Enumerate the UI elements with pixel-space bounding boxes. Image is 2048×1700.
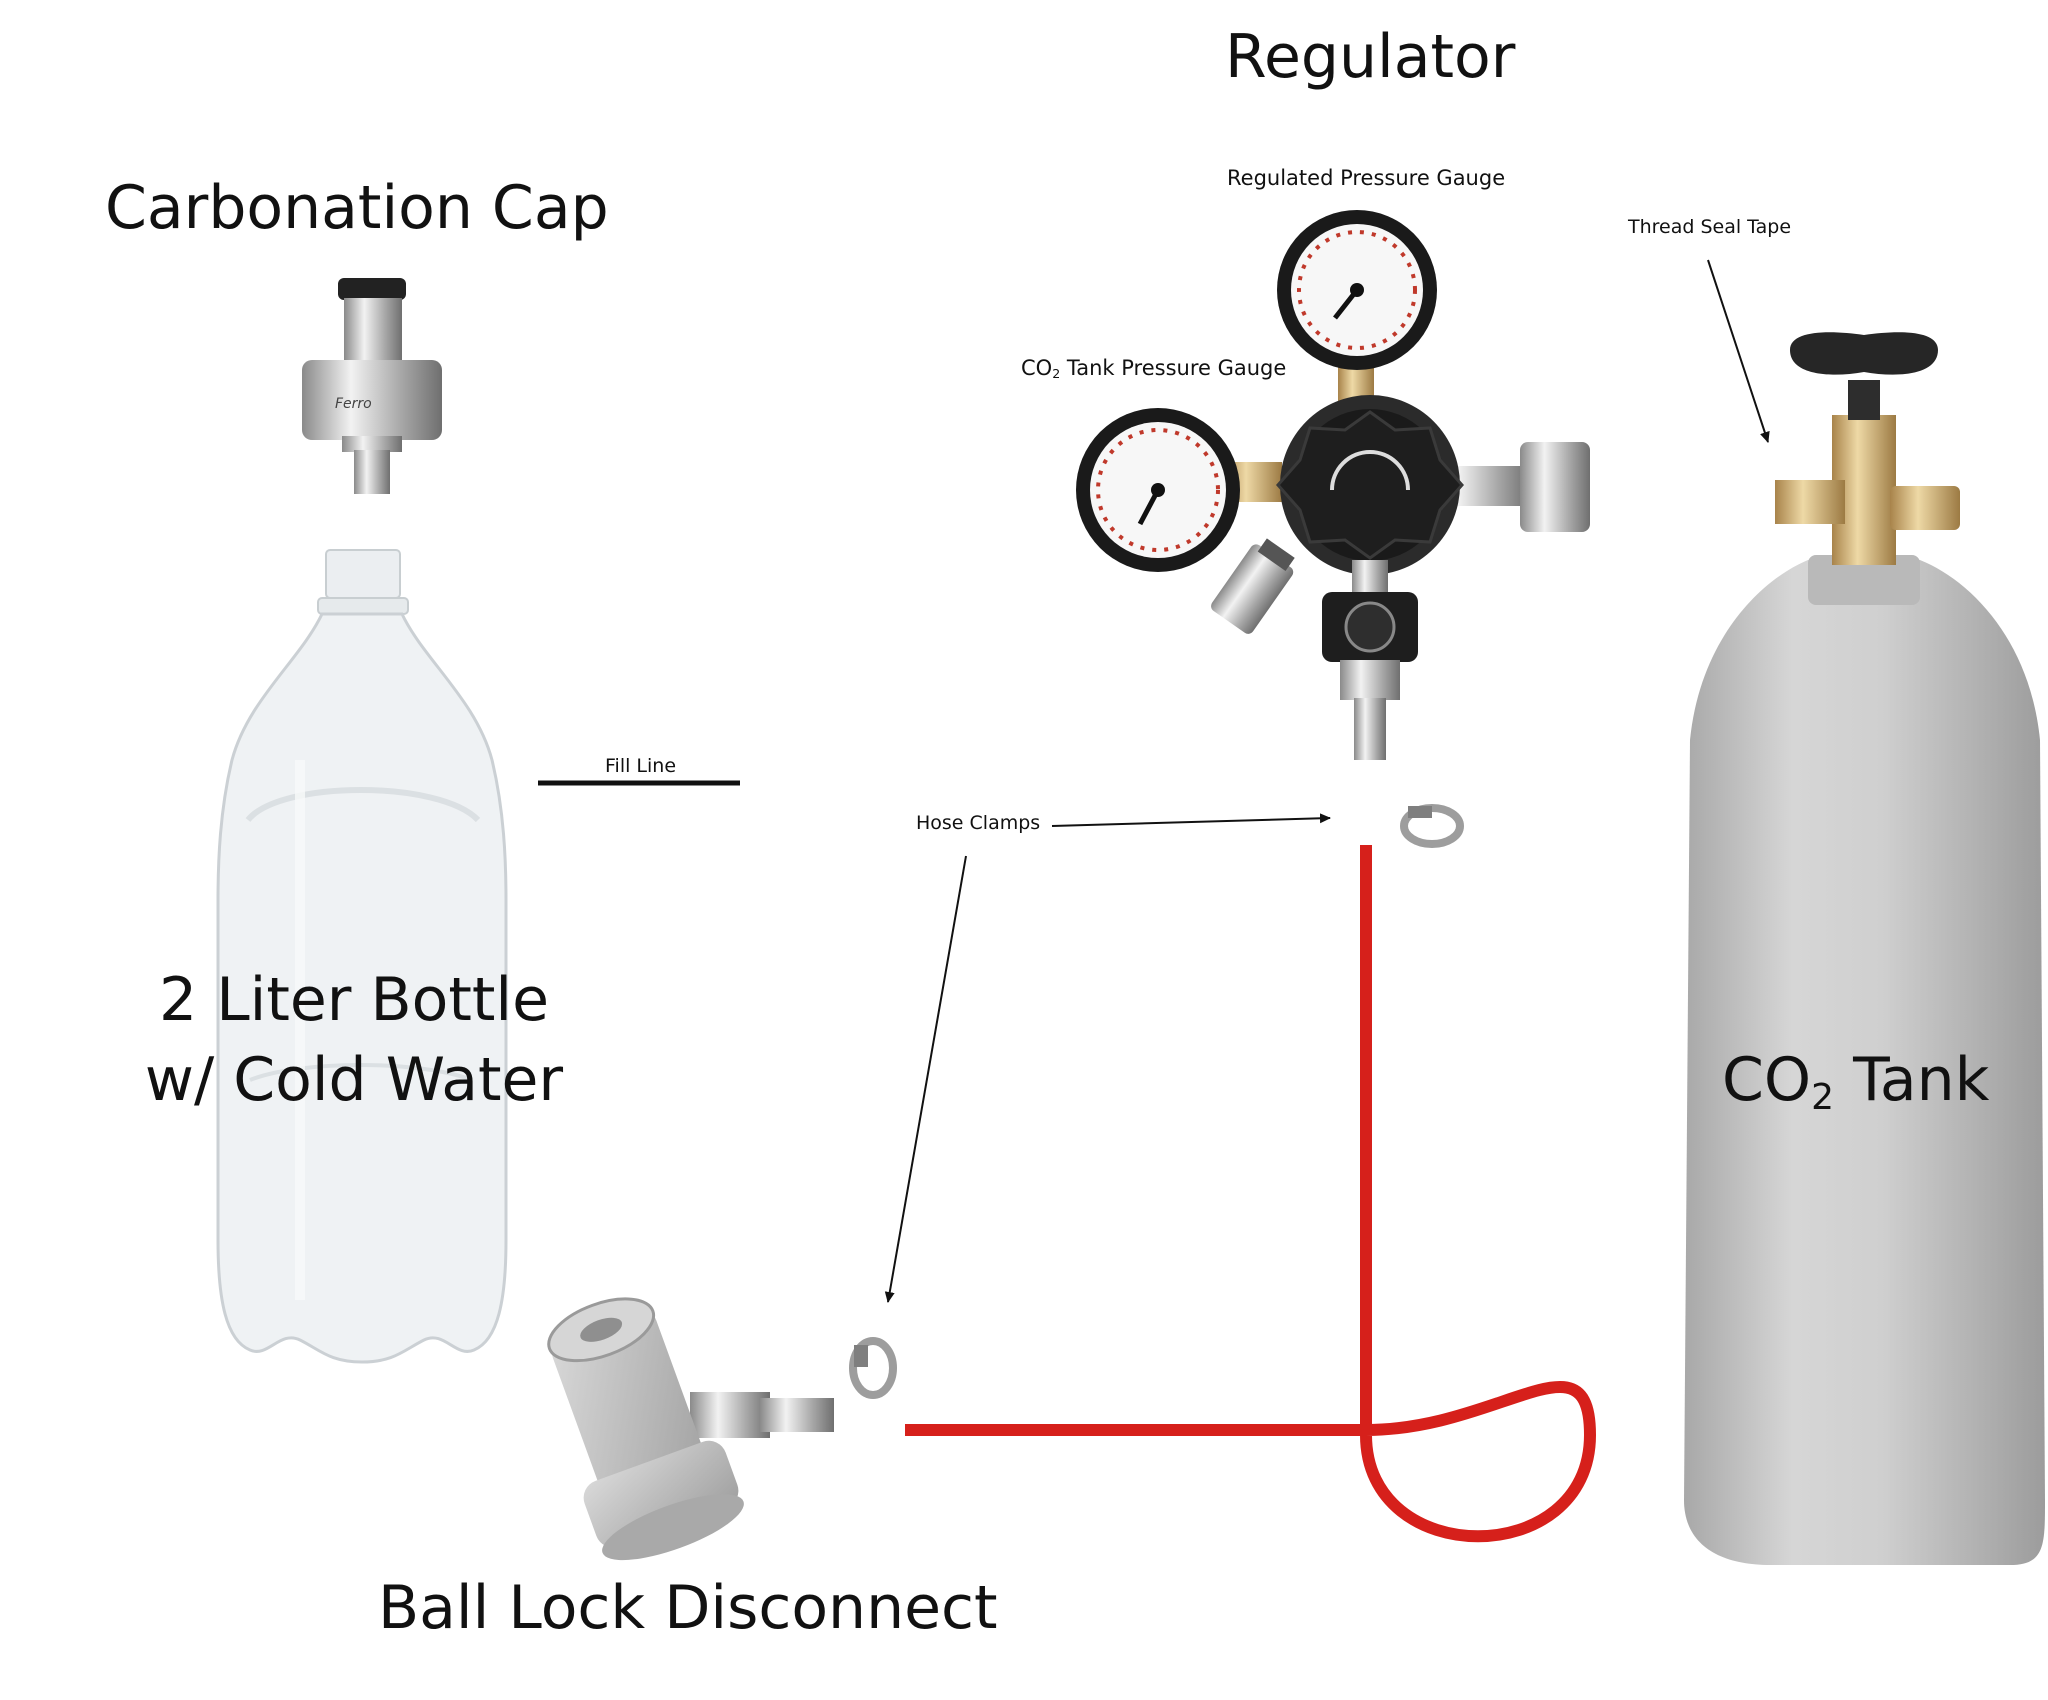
bottle-label-line1: 2 Liter Bottle — [158, 965, 550, 1035]
hose-clamps-label: Hose Clamps — [916, 812, 1041, 834]
ball-lock-disconnect-label: Ball Lock Disconnect — [378, 1573, 998, 1643]
thread-seal-tape-arrow — [1707, 259, 1770, 443]
hose-clamp-arrow-lower — [884, 855, 967, 1303]
carbonation-cap-label: Carbonation Cap — [105, 173, 609, 243]
cap-brand-text: Ferro — [335, 396, 372, 412]
hose-clamp-arrow-upper — [1051, 813, 1331, 827]
carbonation-cap-icon: Ferro — [302, 278, 442, 494]
fill-line-label: Fill Line — [605, 755, 677, 777]
co2-tank-icon — [1684, 332, 2045, 1565]
regulated-pressure-gauge-label: Regulated Pressure Gauge — [1227, 166, 1506, 190]
thread-seal-tape-label: Thread Seal Tape — [1628, 216, 1792, 238]
bottle-icon — [216, 549, 508, 1364]
ball-lock-disconnect-icon — [547, 1297, 834, 1561]
bottle-label-line2: w/ Cold Water — [144, 1045, 564, 1115]
hose-clamp-icon — [1400, 804, 1464, 848]
regulator-label: Regulator — [1225, 22, 1516, 92]
hose-icon — [905, 845, 1596, 1543]
hose-clamp-icon — [849, 1337, 897, 1399]
regulator-icon — [1076, 210, 1590, 760]
co2-tank-label: CO2 Tank — [1722, 1045, 1990, 1118]
bottle-label: 2 Liter Bottle w/ Cold Water — [0, 960, 708, 1120]
co2-tank-pressure-gauge-label: CO2 Tank Pressure Gauge — [1021, 356, 1287, 382]
